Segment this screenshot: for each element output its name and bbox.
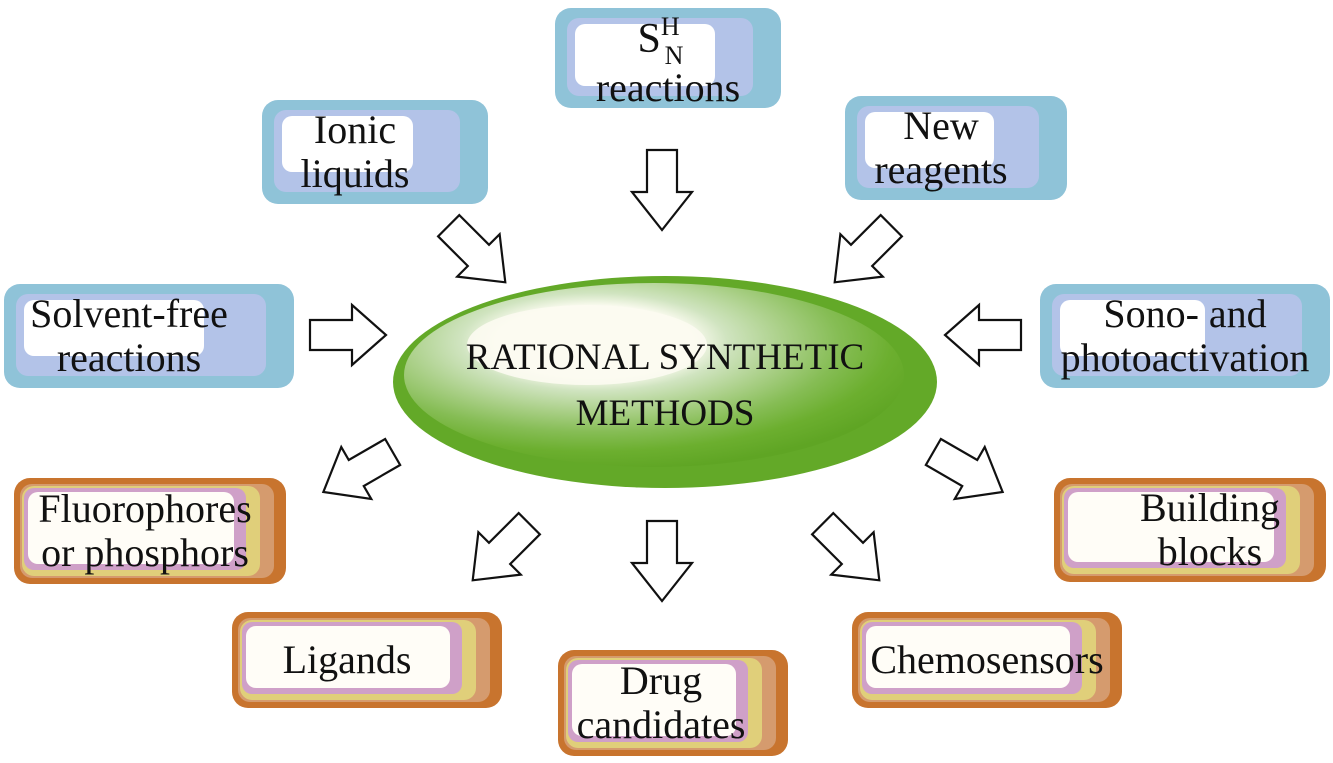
central-title-line1: RATIONAL SYNTHETIC	[465, 337, 865, 378]
building-blocks-box: Building blocks	[1054, 478, 1326, 582]
ionic-liquids-label: Ionic liquids	[300, 107, 410, 196]
arrow-to-chemosensors	[810, 511, 881, 582]
fluorophores-label: Fluorophores or phosphors	[38, 486, 252, 575]
sn-reactions-label: SHN reactions	[555, 8, 781, 110]
chemosensors-box: Chemosensors	[852, 612, 1122, 708]
arrow-to-ligands	[471, 511, 542, 582]
box-highlight	[24, 300, 204, 357]
solvent-free-label: Solvent-free reactions	[30, 291, 228, 380]
chemosensors-label: Chemosensors	[870, 637, 1104, 682]
central-title: RATIONAL SYNTHETIC METHODS	[392, 275, 938, 493]
box-highlight	[282, 116, 414, 173]
arrow-from-new-reagents	[833, 213, 904, 284]
arrow-from-sn-reactions	[629, 148, 695, 232]
ligands-box: Ligands	[232, 612, 502, 708]
box-highlight	[28, 492, 234, 564]
new-reagents-label: New reagents	[874, 103, 1008, 192]
central-title-line2: METHODS	[575, 393, 755, 434]
arrow-to-drug-candidates	[629, 519, 695, 603]
drug-candidates-label: Drug candidates	[576, 658, 746, 747]
sono-photo-box: Sono- and photoactivation	[1040, 284, 1330, 388]
arrow-to-fluorophores	[321, 437, 402, 501]
building-blocks-label: Building blocks	[1139, 485, 1281, 574]
sn-reactions-box: SHN reactions	[555, 8, 781, 110]
sono-photo-label: Sono- and photoactivation	[1060, 291, 1310, 380]
ionic-liquids-box: Ionic liquids	[262, 100, 488, 204]
box-highlight	[575, 24, 716, 86]
sn-symbol: SHN	[637, 11, 684, 70]
box-highlight	[865, 112, 994, 169]
box-highlight	[1060, 300, 1205, 357]
box-highlight	[572, 664, 736, 736]
fluorophores-box: Fluorophores or phosphors	[14, 478, 286, 584]
box-highlight	[246, 626, 450, 688]
arrow-to-building-blocks	[924, 437, 1005, 501]
ligands-label: Ligands	[282, 637, 412, 682]
arrow-from-sono-photo	[943, 302, 1023, 368]
solvent-free-box: Solvent-free reactions	[4, 284, 294, 388]
box-highlight	[866, 626, 1070, 688]
box-highlight	[1068, 492, 1274, 562]
central-ellipse	[393, 276, 937, 488]
arrow-from-ionic-liquids	[436, 213, 507, 284]
sn-reactions-line2: reactions	[595, 64, 741, 110]
arrow-from-solvent-free	[308, 302, 388, 368]
drug-candidates-box: Drug candidates	[558, 650, 788, 756]
new-reagents-box: New reagents	[845, 96, 1067, 200]
